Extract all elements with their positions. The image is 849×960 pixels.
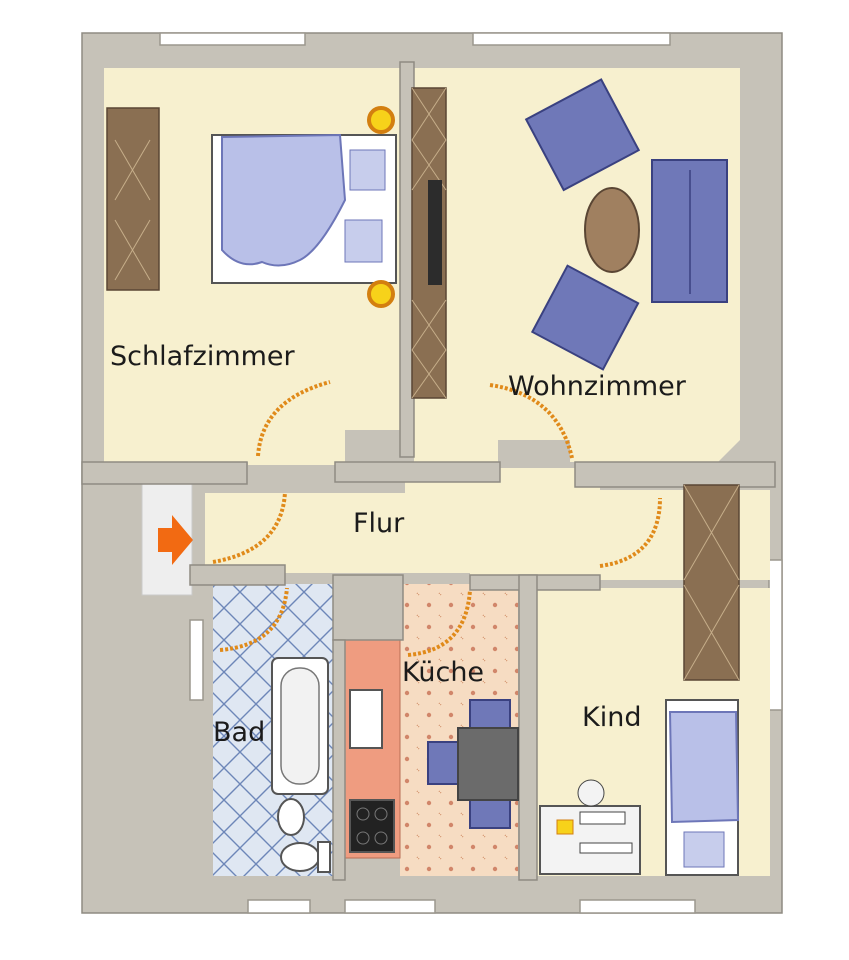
door-arc [599, 497, 662, 568]
floor-flur [205, 468, 770, 580]
stove-icon [349, 799, 395, 853]
monitor-icon [579, 811, 626, 825]
toilet-icon [280, 842, 320, 872]
chair [469, 795, 511, 829]
room-label-kueche: Küche [402, 657, 484, 688]
armchair [524, 78, 641, 192]
entrance-arrow-icon [158, 515, 193, 565]
lamp-icon [367, 280, 395, 308]
door-arc [489, 383, 574, 459]
wall-partition [332, 639, 346, 881]
toilet-tank [317, 841, 331, 873]
room-label-wohnzimmer: Wohnzimmer [508, 371, 687, 402]
room-label-bad: Bad [213, 717, 265, 748]
globe-icon [577, 779, 605, 807]
door-arc [219, 587, 289, 652]
window [189, 619, 204, 701]
window [768, 559, 783, 711]
wall-partition [189, 564, 286, 586]
window [579, 899, 696, 914]
wall-partition [332, 574, 404, 641]
window [247, 899, 311, 914]
pillow [349, 149, 386, 191]
bathtub-basin [280, 667, 320, 785]
bed-blanket [221, 133, 347, 267]
window [344, 899, 436, 914]
armchair [530, 264, 640, 371]
chair [427, 741, 461, 785]
pillow [344, 219, 383, 263]
child-bed-blanket [668, 711, 740, 824]
lamp-icon [367, 106, 395, 134]
wardrobe [683, 484, 740, 681]
keyboard-icon [579, 842, 633, 854]
door-arc [407, 589, 472, 657]
coffee-table [584, 187, 640, 273]
pillow [683, 831, 725, 868]
window [472, 32, 671, 46]
tv-icon [428, 180, 442, 285]
dining-table [457, 727, 519, 801]
kitchen-sink-icon [349, 689, 383, 749]
wall-partition [334, 461, 501, 483]
desk-lamp-icon [556, 819, 574, 835]
room-label-kind: Kind [582, 702, 641, 733]
room-label-schlafzimmer: Schlafzimmer [110, 341, 296, 372]
wall-partition [574, 461, 776, 488]
wardrobe [106, 107, 160, 291]
wall-partition [81, 461, 248, 485]
wall-partition [518, 574, 538, 881]
door-arc [256, 380, 331, 457]
window [159, 32, 306, 46]
chair [469, 699, 511, 733]
room-label-flur: Flur [353, 508, 405, 539]
sink-icon [277, 798, 305, 836]
